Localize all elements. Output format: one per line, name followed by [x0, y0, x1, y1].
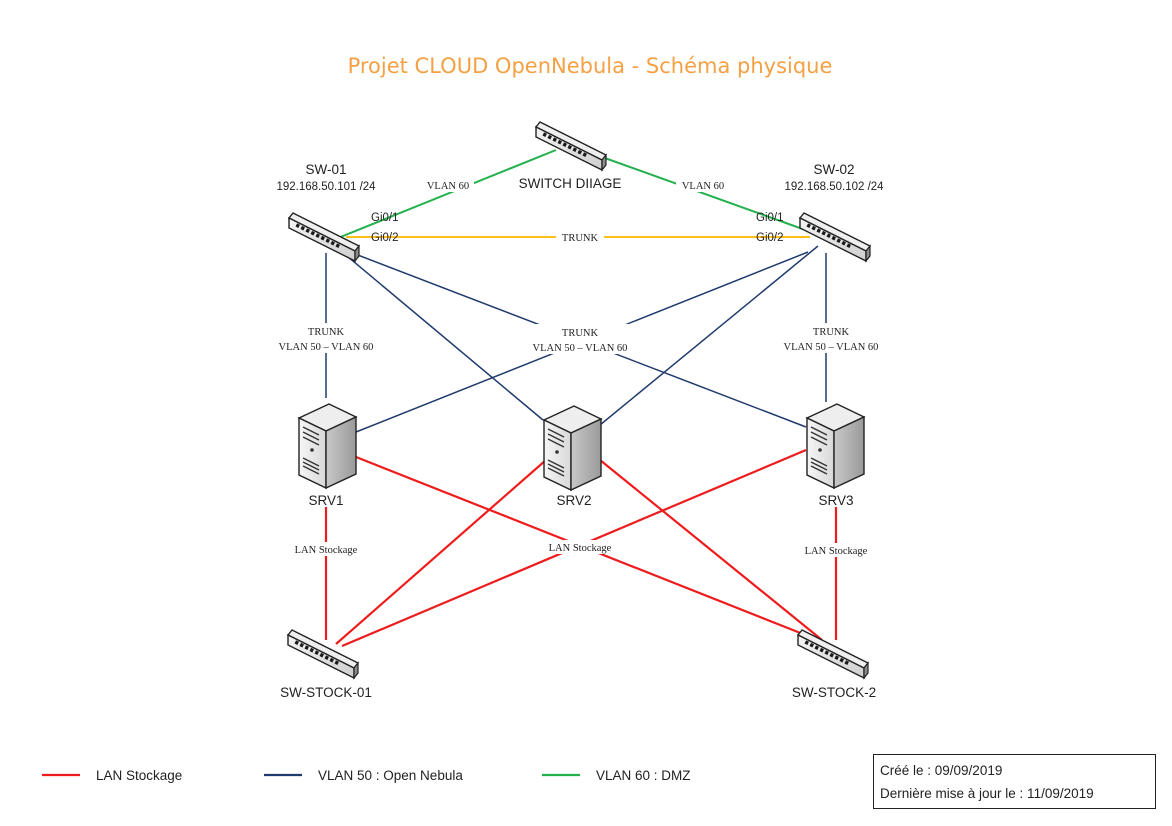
switch-sw-stock-01[interactable]: SW-STOCK-01	[280, 629, 372, 700]
network-switch-icon	[287, 629, 359, 679]
switch-diiage[interactable]: SWITCH DIIAGE	[519, 121, 622, 191]
lan-link-srv2-stock01	[335, 459, 547, 645]
updated-date: Dernière mise à jour le : 11/09/2019	[880, 786, 1094, 801]
trunk-center-label: TRUNK	[562, 328, 599, 339]
srv1-label: SRV1	[308, 493, 343, 508]
network-switch-icon	[799, 212, 871, 262]
sw02-port-gi01: Gi0/1	[756, 212, 784, 224]
legend-label: LAN Stockage	[96, 768, 182, 783]
switch-sw-stock-2[interactable]: SW-STOCK-2	[792, 629, 876, 700]
lan-link-srv2-stock2	[599, 459, 823, 641]
sw01-label: SW-01	[305, 162, 346, 177]
server-srv3[interactable]: SRV3	[806, 403, 865, 508]
created-date: Créé le : 09/09/2019	[880, 763, 1002, 778]
trunk-sw-label: TRUNK	[562, 233, 599, 244]
page-title: Projet CLOUD OpenNebula - Schéma physiqu…	[348, 54, 833, 78]
switch-sw01[interactable]: SW-01 192.168.50.101 /24 Gi0/1 Gi0/2	[276, 162, 399, 262]
info-box: Créé le : 09/09/2019 Dernière mise à jou…	[873, 754, 1156, 809]
lan-left-label: LAN Stockage	[295, 545, 358, 556]
vlan50-link-sw01-srv2	[334, 245, 544, 421]
trunk-left-label: TRUNK	[308, 327, 345, 338]
sw-stock-01-label: SW-STOCK-01	[280, 685, 372, 700]
sw02-label: SW-02	[813, 162, 854, 177]
sw01-port-gi02: Gi0/2	[371, 232, 399, 244]
vlan60-links	[337, 149, 812, 239]
server-srv1[interactable]: SRV1	[298, 403, 357, 508]
server-tower-icon	[543, 405, 602, 491]
vlan60-link-sw01	[337, 149, 557, 239]
vlan60-left-label: VLAN 60	[427, 181, 469, 192]
server-tower-icon	[806, 403, 865, 489]
legend-item-vlan60: VLAN 60 : DMZ	[542, 768, 691, 783]
trunk-center-vlans-label: VLAN 50 – VLAN 60	[533, 343, 628, 354]
vlan60-right-label: VLAN 60	[682, 181, 724, 192]
switch-diiage-label: SWITCH DIIAGE	[519, 176, 622, 191]
sw02-ip: 192.168.50.102 /24	[784, 181, 884, 193]
legend-label: VLAN 60 : DMZ	[596, 768, 691, 783]
server-tower-icon	[298, 403, 357, 489]
legend-item-vlan50: VLAN 50 : Open Nebula	[264, 768, 463, 783]
switch-sw02[interactable]: SW-02 192.168.50.102 /24 Gi0/1 Gi0/2	[756, 162, 884, 262]
edge-labels: VLAN 60 VLAN 60 TRUNK TRUNK VLAN 50 – VL…	[276, 178, 882, 557]
srv3-label: SRV3	[818, 493, 853, 508]
legend-label: VLAN 50 : Open Nebula	[318, 768, 463, 783]
network-switch-icon	[535, 121, 607, 171]
sw01-port-gi01: Gi0/1	[371, 212, 399, 224]
vlan60-link-sw02	[601, 156, 812, 233]
trunk-right-vlans-label: VLAN 50 – VLAN 60	[784, 342, 879, 353]
lan-center-label: LAN Stockage	[549, 543, 612, 554]
sw-stock-2-label: SW-STOCK-2	[792, 685, 876, 700]
legend: LAN Stockage VLAN 50 : Open Nebula VLAN …	[42, 768, 691, 783]
sw01-ip: 192.168.50.101 /24	[276, 181, 376, 193]
legend-item-lan-stockage: LAN Stockage	[42, 768, 182, 783]
sw02-port-gi02: Gi0/2	[756, 232, 784, 244]
server-srv2[interactable]: SRV2	[543, 405, 602, 508]
vlan50-link-sw02-srv2	[599, 245, 819, 426]
trunk-right-label: TRUNK	[813, 327, 850, 338]
network-switch-icon	[797, 629, 869, 679]
lan-right-label: LAN Stockage	[805, 546, 868, 557]
srv2-label: SRV2	[556, 493, 591, 508]
trunk-left-vlans-label: VLAN 50 – VLAN 60	[279, 342, 374, 353]
